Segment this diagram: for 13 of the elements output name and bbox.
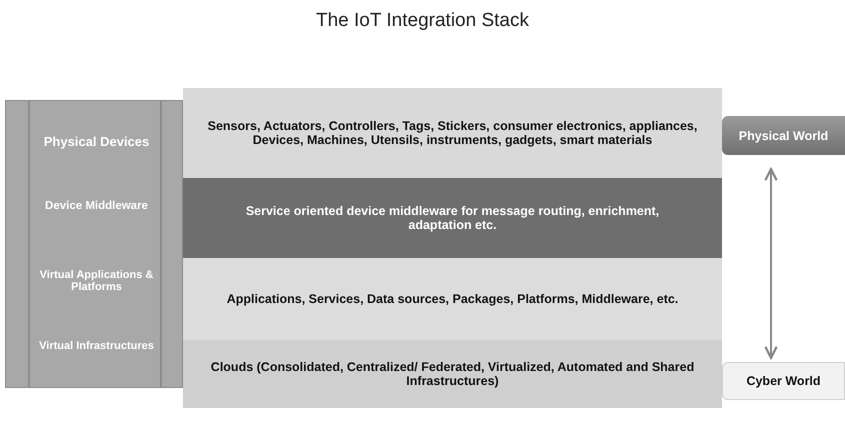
double-arrow xyxy=(764,168,778,360)
layer-name: Virtual Applications & Platforms xyxy=(29,251,164,311)
world-box: Physical World xyxy=(722,116,845,155)
layer-band: Clouds (Consolidated, Centralized/ Federated, Virtualized, Automated and Shared Infrastructures) xyxy=(183,340,722,408)
layer-name: Physical Devices xyxy=(29,111,164,171)
layer-band: Service oriented device middleware for message routing, enrichment, adaptation etc. xyxy=(183,178,722,258)
world-box: Cyber World xyxy=(722,362,845,400)
diagram-title: The IoT Integration Stack xyxy=(315,10,530,32)
layer-name: Device Middleware xyxy=(29,181,164,231)
layer-band: Applications, Services, Data sources, Packages, Platforms, Middleware, etc. xyxy=(183,258,722,340)
side-panel xyxy=(5,100,183,388)
layer-name: Virtual Infrastructures xyxy=(29,321,164,371)
layer-band: Sensors, Actuators, Controllers, Tags, Stickers, consumer electronics, appliances, Devices, Machines, Utensils, instruments, gadgets, smart materials xyxy=(183,88,722,178)
